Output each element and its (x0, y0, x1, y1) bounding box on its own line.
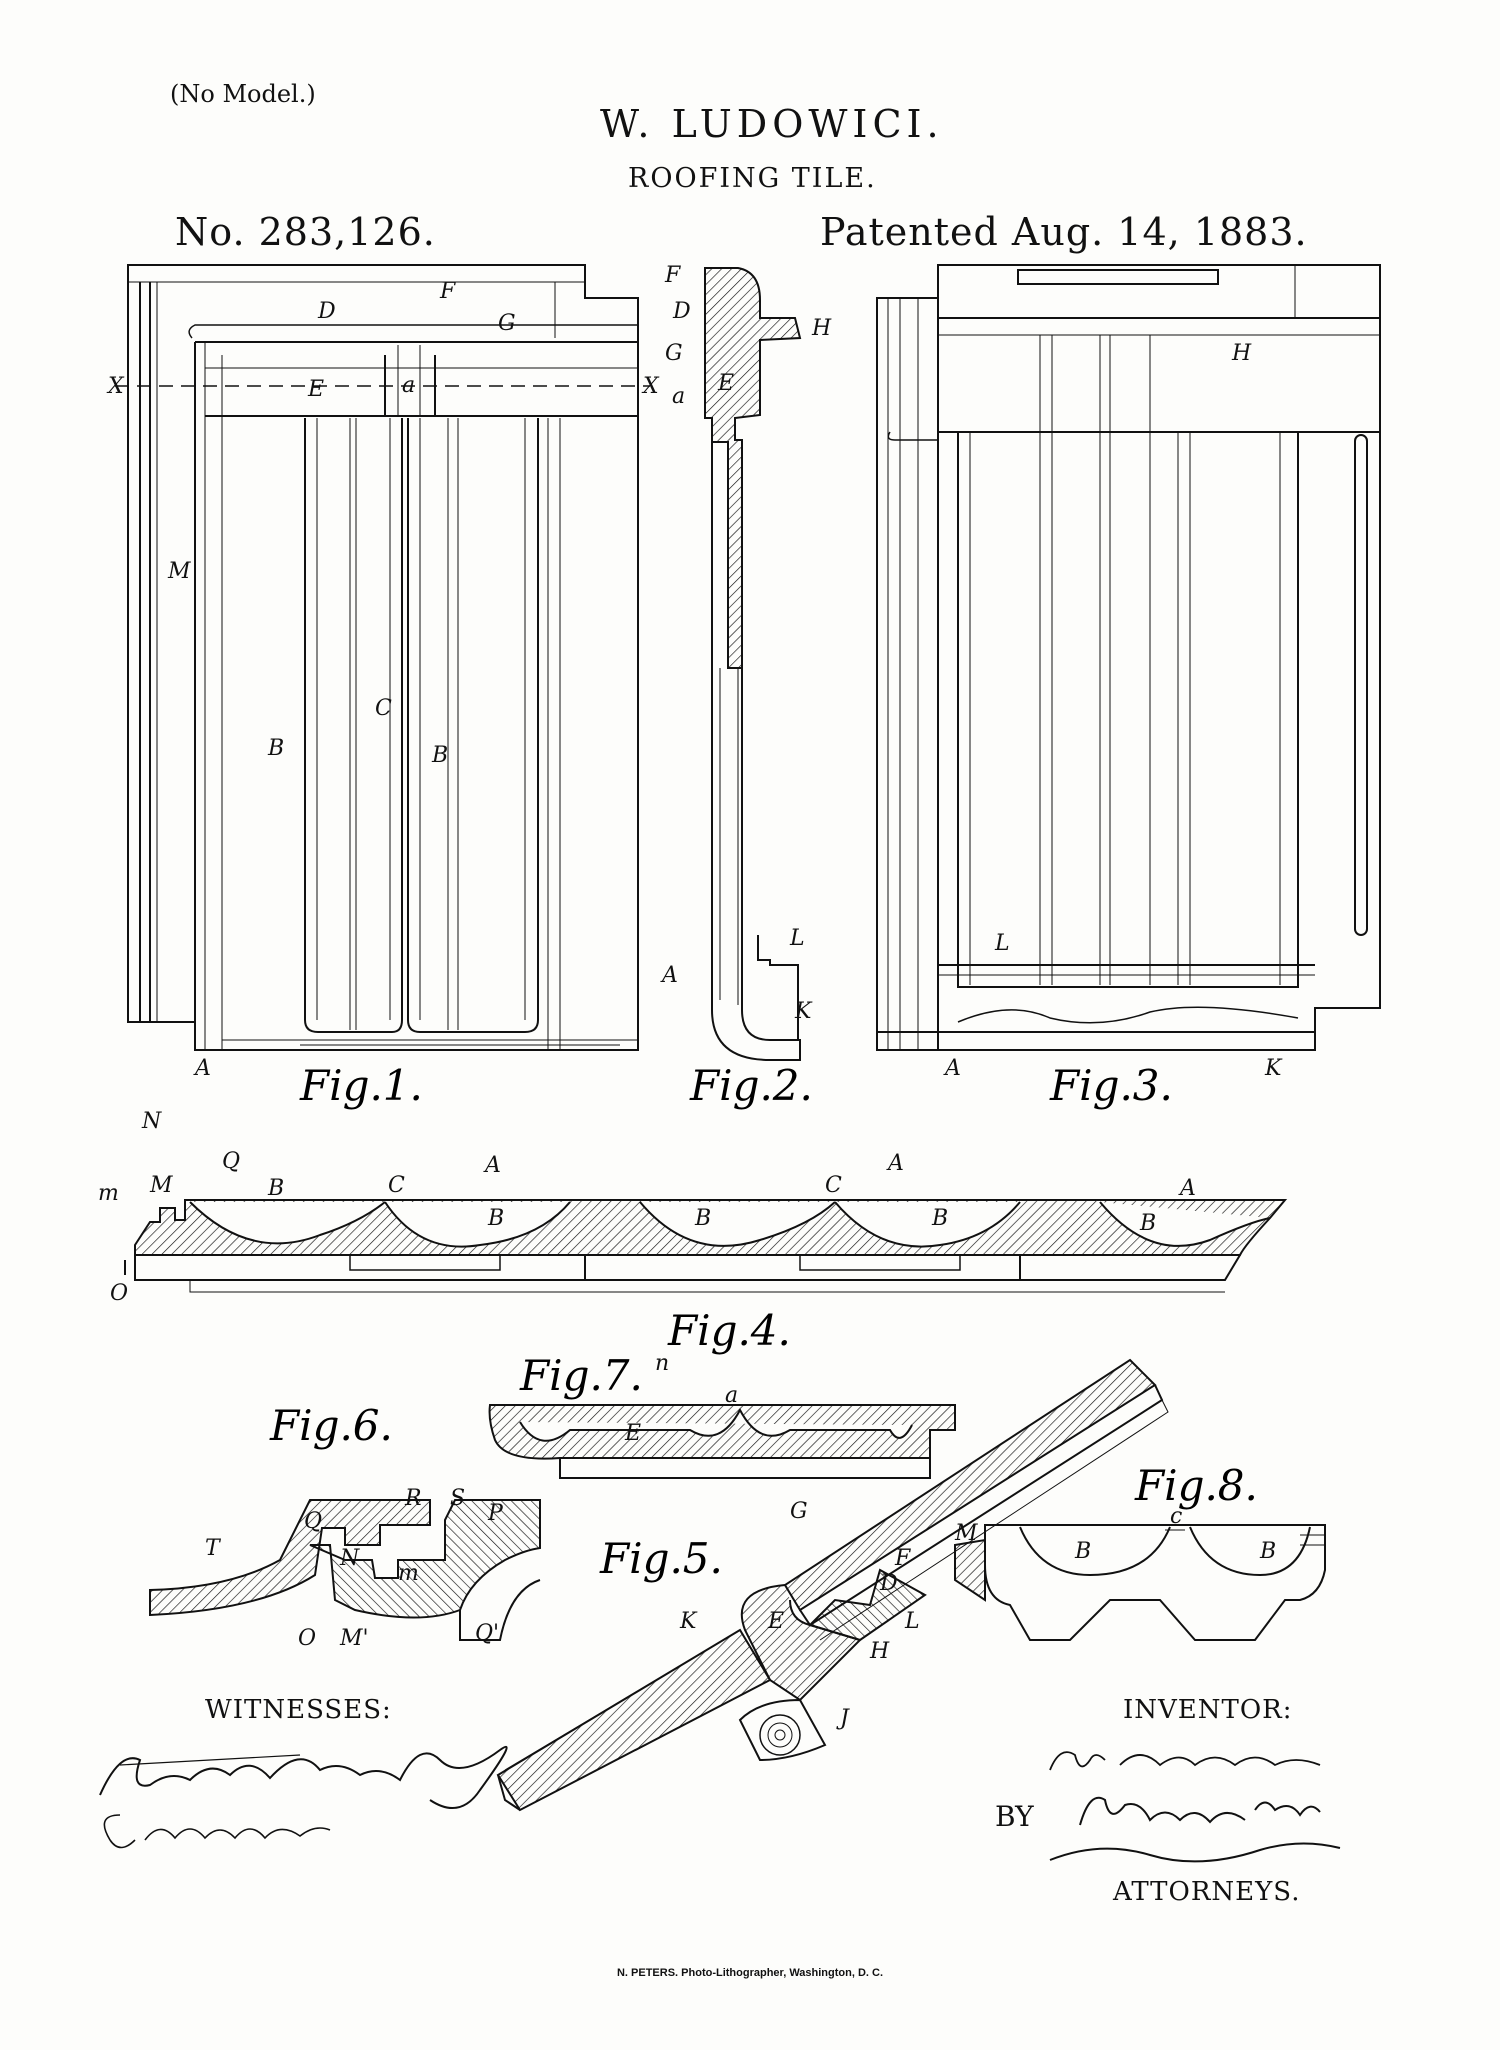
ref-letter: G (665, 341, 683, 366)
ref-letter: D (672, 299, 691, 324)
ref-letter: R (404, 1486, 422, 1511)
ref-letter: D (317, 299, 336, 324)
ref-letter: B (1259, 1539, 1276, 1564)
ref-letter: c (1170, 1504, 1182, 1529)
ref-letter: a (402, 373, 415, 398)
ref-letter: A (1178, 1176, 1196, 1201)
lithographer-credit: N. PETERS. Photo-Lithographer, Washingto… (0, 1967, 1500, 1979)
ref-letter: C (375, 696, 392, 721)
fig-8-reference-letters: c M B B (954, 1504, 1276, 1564)
witnesses-label: WITNESSES: (205, 1695, 392, 1725)
ref-letter: B (1074, 1539, 1091, 1564)
ref-letter: M (149, 1173, 173, 1198)
ref-letter: G (498, 311, 516, 336)
ref-letter: a (725, 1383, 738, 1408)
ref-letter: L (994, 931, 1010, 956)
ref-letter: F (439, 279, 456, 304)
ref-letter: H (1231, 341, 1252, 366)
ref-letter: E (767, 1609, 784, 1634)
ref-letter: L (789, 926, 805, 951)
ref-letter: M (954, 1521, 978, 1546)
ref-letter: B (267, 736, 284, 761)
ref-letter: B (431, 743, 448, 768)
ref-letter: E (717, 371, 734, 396)
ref-letter: B (931, 1206, 948, 1231)
ref-letter: L (904, 1609, 920, 1634)
by-label: BY (995, 1800, 1034, 1833)
fig-3-label: Fig.3. (1049, 1061, 1173, 1110)
ref-letter: E (307, 377, 324, 402)
ref-letter: D (879, 1571, 898, 1596)
attorney-signature (1050, 1798, 1340, 1862)
ref-letter: Q (222, 1149, 240, 1174)
fig-1-reference-letters: D F G X X E a M B C B A A (106, 279, 678, 1081)
ref-letter: A (193, 1056, 211, 1081)
inventor-label: INVENTOR: (1123, 1695, 1293, 1725)
fig-3-reference-letters: H L A K (943, 341, 1283, 1081)
ref-letter: X (106, 374, 125, 399)
ref-letter: C (388, 1173, 405, 1198)
ref-letter: F (894, 1546, 911, 1571)
ref-letter: K (794, 999, 813, 1024)
ref-letter: A (943, 1056, 961, 1081)
ref-letter: K (679, 1609, 698, 1634)
witness-2-signature (104, 1815, 330, 1848)
ref-letter: T (205, 1536, 222, 1561)
ref-letter: B (1139, 1211, 1156, 1236)
fig-2-label: Fig.2. (689, 1061, 813, 1110)
witness-1-signature (100, 1747, 507, 1808)
attorneys-label: ATTORNEYS. (1113, 1877, 1300, 1907)
ref-letter: Q (304, 1509, 322, 1534)
ref-letter: N (141, 1109, 162, 1134)
figure-7 (490, 1405, 955, 1478)
ref-letter: B (487, 1206, 504, 1231)
ref-letter: J (836, 1706, 850, 1731)
ref-letter: Q' (475, 1621, 499, 1646)
ref-letter: K (1264, 1056, 1283, 1081)
figure-3 (877, 265, 1380, 1050)
ref-letter: P (487, 1501, 504, 1526)
fig-8-label: Fig.8. (1134, 1461, 1258, 1510)
ref-letter: O (298, 1626, 316, 1651)
ref-letter: E (624, 1421, 641, 1446)
fig-6-label: Fig.6. (269, 1401, 393, 1450)
ref-letter: G (790, 1499, 808, 1524)
ref-letter: M' (339, 1626, 369, 1651)
ref-letter: A (660, 963, 678, 988)
ref-letter: N (339, 1546, 360, 1571)
ref-letter: B (267, 1176, 284, 1201)
ref-letter: H (869, 1639, 890, 1664)
ref-letter: A (483, 1153, 501, 1178)
ref-letter: m (398, 1561, 419, 1586)
ref-letter: C (825, 1173, 842, 1198)
ref-letter: S (450, 1486, 465, 1511)
figure-1 (115, 265, 650, 1050)
fig-7-label: Fig.7. (519, 1351, 643, 1400)
ref-letter: A (886, 1151, 904, 1176)
fig-4-label: Fig.4. (667, 1306, 791, 1355)
ref-letter: n (655, 1351, 669, 1376)
ref-letter: m (98, 1181, 119, 1206)
ref-letter: a (672, 384, 685, 409)
fig-5-label: Fig.5. (599, 1534, 723, 1583)
ref-letter: O (110, 1281, 128, 1306)
ref-letter: X (641, 374, 660, 399)
ref-letter: F (664, 263, 681, 288)
ref-letter: B (694, 1206, 711, 1231)
ref-letter: H (811, 316, 832, 341)
ref-letter: M (167, 559, 191, 584)
inventor-signature (1050, 1752, 1320, 1770)
fig-1-label: Fig.1. (299, 1061, 423, 1110)
